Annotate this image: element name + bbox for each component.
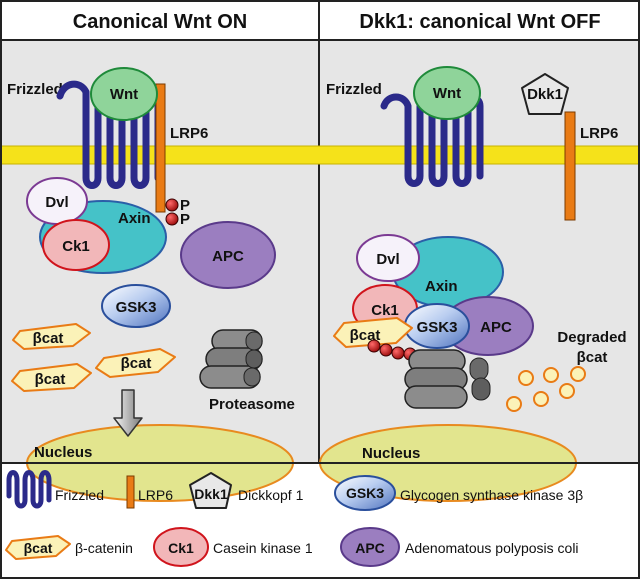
- ck1-left: [42, 219, 110, 271]
- beta-catenin-phosphorylated: βcat: [333, 317, 413, 348]
- phospho-label-2: P: [180, 211, 190, 228]
- beta-catenin-left-2: βcat: [11, 363, 92, 392]
- legend-gsk3-name: Glycogen synthase kinase 3β: [400, 487, 583, 503]
- wnt-label-right: Wnt: [433, 85, 461, 102]
- legend-dkk1-name: Dickkopf 1: [238, 487, 304, 503]
- proteasome-left: [199, 329, 263, 389]
- gsk3-label-right: GSK3: [417, 319, 458, 336]
- lrp6-label-left: LRP6: [170, 125, 208, 142]
- gsk3-left: [101, 284, 171, 328]
- beta-catenin-left-1: βcat: [12, 323, 91, 350]
- legend-lrp6-icon: [126, 475, 135, 509]
- phospho-label-1: P: [180, 197, 190, 214]
- frizzled-receptor-right: [380, 93, 484, 187]
- lrp6-receptor-left: [155, 83, 166, 213]
- legend-bcat-name: β-catenin: [75, 540, 133, 556]
- wnt-label-left: Wnt: [110, 86, 138, 103]
- left-panel-title: Canonical Wnt ON: [73, 11, 247, 33]
- legend-apc-icon: [340, 527, 400, 567]
- gsk3-label-left: GSK3: [116, 299, 157, 316]
- frizzled-label-right: Frizzled: [326, 81, 382, 98]
- lrp6-receptor-right: [564, 111, 576, 221]
- dvl-right: [356, 234, 420, 282]
- bcat-label-left-1: βcat: [33, 330, 64, 347]
- nucleus-left-label: Nucleus: [34, 444, 92, 461]
- ck1-label-right: Ck1: [371, 302, 399, 319]
- dkk1-label-right: Dkk1: [527, 86, 563, 103]
- frizzled-label-left: Frizzled: [7, 81, 63, 98]
- dkk1-protein: [521, 73, 569, 115]
- legend-ck1-name: Casein kinase 1: [213, 540, 313, 556]
- axin-label-left: Axin: [118, 210, 151, 227]
- legend-ck1-icon: [153, 527, 209, 567]
- legend-frizzled-label: Frizzled: [55, 487, 104, 503]
- dvl-label-left: Dvl: [45, 194, 68, 211]
- frizzled-receptor-left: [56, 80, 162, 189]
- apc-label-left: APC: [212, 248, 244, 265]
- degraded-label-line2: βcat: [577, 349, 608, 366]
- legend-dkk1-symbol: Dkk1: [194, 486, 228, 502]
- legend-bcat-symbol: βcat: [24, 540, 53, 556]
- legend-lrp6-label: LRP6: [138, 487, 173, 503]
- bcat-label-left-2: βcat: [35, 371, 66, 388]
- legend-apc-name: Adenomatous polyposis coli: [405, 540, 579, 556]
- legend-ck1-symbol: Ck1: [168, 540, 194, 556]
- legend-gsk3-symbol: GSK3: [346, 485, 384, 501]
- proteasome-right: [404, 349, 491, 409]
- proteasome-label: Proteasome: [209, 396, 295, 413]
- wnt-ligand-left: [90, 67, 158, 121]
- legend-gsk3-icon: [334, 475, 396, 511]
- right-panel-title: Dkk1: canonical Wnt OFF: [359, 11, 600, 33]
- legend-apc-symbol: APC: [355, 540, 385, 556]
- bcat-label-left-3: βcat: [121, 355, 152, 372]
- legend-bcat-icon: [5, 535, 71, 560]
- degraded-bcat-fragments: [506, 366, 586, 412]
- ck1-label-left: Ck1: [62, 238, 90, 255]
- phosphate-groups: P P: [165, 197, 190, 228]
- apc-left: [180, 221, 276, 289]
- legend-frizzled-icon: [6, 470, 52, 509]
- dvl-label-right: Dvl: [376, 251, 399, 268]
- lrp6-label-right: LRP6: [580, 125, 618, 142]
- legend-dkk1-icon: [189, 472, 232, 509]
- legend: Frizzled LRP6 Dkk1 Dickkopf 1 GSK3 Glyco…: [5, 470, 583, 567]
- apc-label-right: APC: [480, 319, 512, 336]
- nuclear-translocation-arrow: [113, 389, 143, 437]
- axin-label-right: Axin: [425, 278, 458, 295]
- wnt-ligand-right: [413, 66, 481, 120]
- nucleus-right-label: Nucleus: [362, 445, 420, 462]
- beta-catenin-left-3: βcat: [95, 348, 176, 378]
- degraded-label-line1: Degraded: [557, 329, 626, 346]
